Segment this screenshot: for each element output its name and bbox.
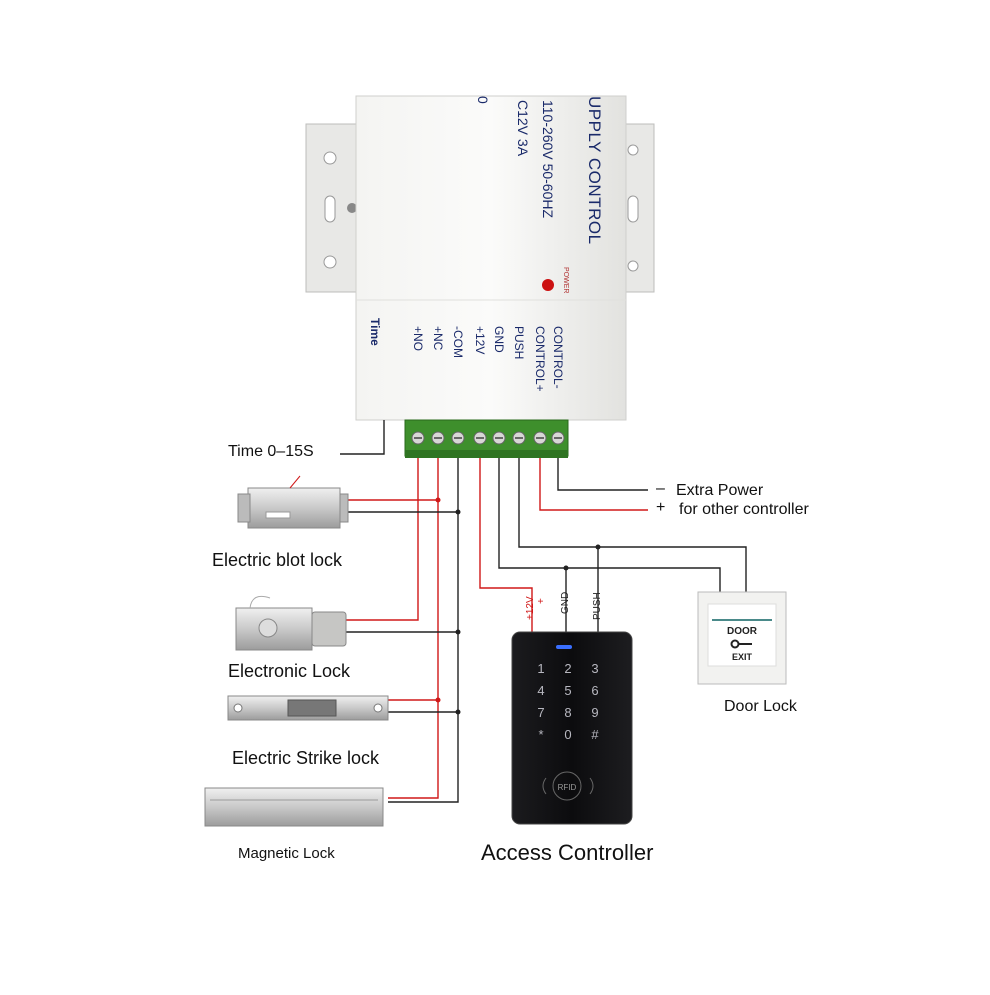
rfid-label: RFID <box>558 783 577 792</box>
wire-control-plus <box>539 458 648 511</box>
power-supply-box <box>355 95 627 421</box>
extra-power-plus: + <box>656 499 666 516</box>
wire-12v <box>479 458 533 632</box>
access-controller-image: 1 2 3 4 5 6 7 8 9 * 0 # RFID <box>511 631 633 825</box>
extra-power-label: Extra Power <box>676 482 764 499</box>
other-controller-label: for other controller <box>679 501 809 518</box>
terminal-label: GND <box>492 326 506 353</box>
magnetic-lock-label: Magnetic Lock <box>238 845 335 862</box>
wire-label-12v: +12V <box>525 596 536 620</box>
terminal-label: -COM <box>451 326 465 358</box>
wire-no <box>340 458 419 621</box>
keypad-key[interactable]: 7 <box>537 705 544 720</box>
ps-voltage-out: C12V 3A <box>515 100 531 157</box>
keypad-key[interactable]: 8 <box>564 705 571 720</box>
keypad-key[interactable]: 5 <box>564 683 571 698</box>
ps-title: UPPLY CONTROL <box>585 96 604 245</box>
wire-gnd <box>498 458 721 596</box>
wire-label-12v-sign: + <box>536 598 547 604</box>
keypad-key[interactable]: 3 <box>591 661 598 676</box>
bolt-lock-image <box>237 475 349 529</box>
door-lock-label: Door Lock <box>724 698 797 715</box>
exit-button-line1: DOOR <box>727 626 758 637</box>
wire-label-push: PUSH <box>592 592 603 620</box>
magnetic-lock-image <box>204 787 384 827</box>
keypad-key[interactable]: * <box>538 727 543 742</box>
wire-com <box>388 458 459 803</box>
time-range-label: Time 0–15S <box>228 443 314 460</box>
exit-button-image: DOOR EXIT <box>697 591 787 685</box>
terminal-label: +12V <box>473 326 487 355</box>
wire-label-gnd: GND <box>560 591 571 614</box>
access-controller-label: Access Controller <box>481 840 654 865</box>
strike-lock-image <box>227 695 389 721</box>
keypad-key[interactable]: 4 <box>537 683 544 698</box>
wire-push <box>518 458 747 596</box>
keypad-key[interactable]: 1 <box>537 661 544 676</box>
ps-voltage-in: 110-260V 50-60HZ <box>540 100 556 219</box>
time-pointer <box>340 420 385 455</box>
terminal-label: CONTROL+ <box>533 326 547 392</box>
power-led <box>542 279 554 291</box>
strike-lock-label: Electric Strike lock <box>232 748 380 768</box>
power-label: POWER <box>562 267 569 294</box>
ps-edge-char: 0 <box>475 96 491 104</box>
extra-power-minus: – <box>656 480 665 497</box>
wire-nc <box>388 458 439 799</box>
keypad-key[interactable]: 6 <box>591 683 598 698</box>
exit-button-line2: EXIT <box>732 652 753 662</box>
terminal-label: PUSH <box>512 326 526 360</box>
wire-control-minus <box>557 458 648 491</box>
keypad-key[interactable]: 9 <box>591 705 598 720</box>
keypad-key[interactable]: # <box>591 727 599 742</box>
power-supply-right-flange <box>623 123 655 293</box>
power-supply-left-flange <box>305 123 359 293</box>
terminal-label: CONTROL- <box>551 326 565 389</box>
keypad-key[interactable]: 2 <box>564 661 571 676</box>
electronic-lock-image <box>235 595 347 651</box>
bolt-lock-label: Electric blot lock <box>212 550 343 570</box>
terminal-label: +NC <box>431 326 445 351</box>
electronic-lock-label: Electronic Lock <box>228 661 351 681</box>
keypad-key[interactable]: 0 <box>564 727 571 742</box>
ps-time-label: Time <box>368 318 382 346</box>
terminal-label: +NO <box>411 326 425 352</box>
